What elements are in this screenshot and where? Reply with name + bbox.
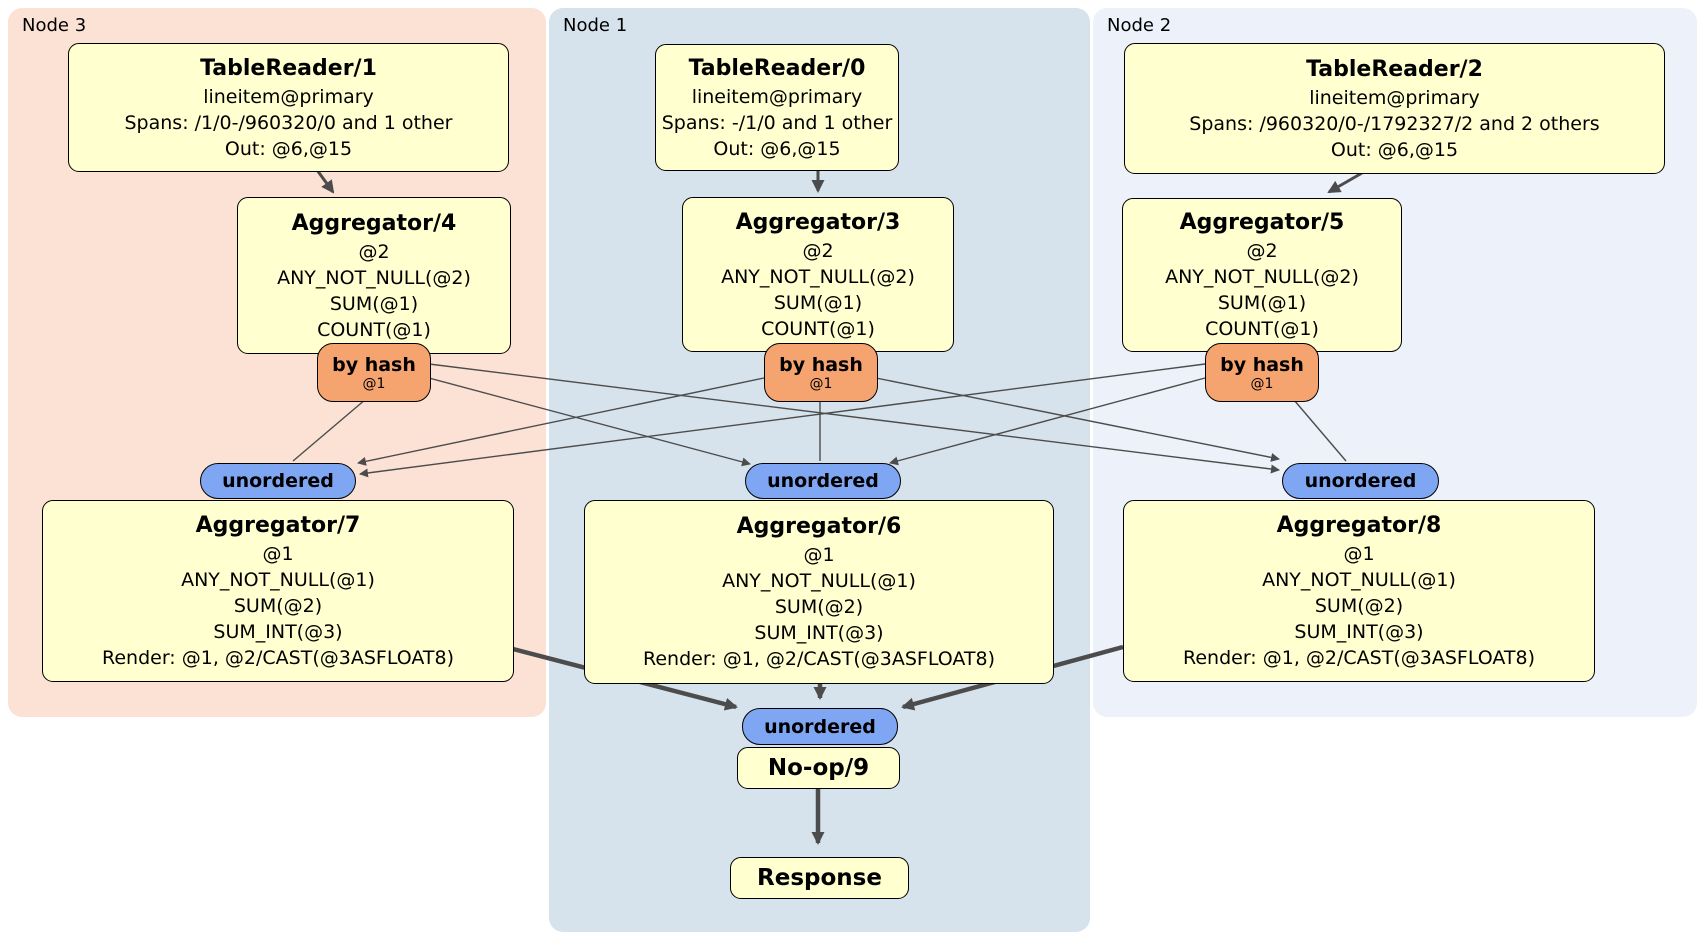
processor-detail: @2 xyxy=(802,239,834,262)
processor-title: Aggregator/4 xyxy=(291,210,457,236)
processor-aggregator-8: Aggregator/8 @1 ANY_NOT_NULL(@1) SUM(@2)… xyxy=(1123,500,1595,682)
router-label: by hash xyxy=(779,353,863,376)
processor-detail: SUM_INT(@3) xyxy=(213,621,343,643)
processor-detail: COUNT(@1) xyxy=(761,317,875,340)
processor-aggregator-6: Aggregator/6 @1 ANY_NOT_NULL(@1) SUM(@2)… xyxy=(584,500,1054,684)
processor-tablereader-1: TableReader/1 lineitem@primary Spans: /1… xyxy=(68,43,509,172)
processor-title: Aggregator/8 xyxy=(1276,513,1442,538)
processor-title: Aggregator/5 xyxy=(1179,210,1345,235)
processor-detail: ANY_NOT_NULL(@1) xyxy=(1262,569,1456,591)
sync-unordered-6: unordered xyxy=(745,463,901,499)
processor-detail: SUM(@1) xyxy=(773,291,863,314)
processor-detail: lineitem@primary xyxy=(1309,86,1480,109)
processor-detail: SUM_INT(@3) xyxy=(754,622,884,644)
processor-title: Response xyxy=(757,865,882,891)
processor-detail: Out: @6,@15 xyxy=(713,137,841,160)
processor-detail: Render: @1, @2/CAST(@3ASFLOAT8) xyxy=(643,648,995,670)
processor-detail: ANY_NOT_NULL(@2) xyxy=(1165,266,1359,288)
processor-detail: Render: @1, @2/CAST(@3ASFLOAT8) xyxy=(102,647,454,669)
processor-aggregator-3: Aggregator/3 @2 ANY_NOT_NULL(@2) SUM(@1)… xyxy=(682,197,954,352)
sync-unordered-7: unordered xyxy=(200,463,356,499)
processor-detail: @1 xyxy=(1343,543,1375,565)
processor-aggregator-4: Aggregator/4 @2 ANY_NOT_NULL(@2) SUM(@1)… xyxy=(237,197,511,354)
processor-detail: Out: @6,@15 xyxy=(224,137,353,160)
processor-tablereader-0: TableReader/0 lineitem@primary Spans: -/… xyxy=(655,44,899,171)
processor-detail: @2 xyxy=(1246,240,1278,262)
router-by-hash-5: by hash @1 xyxy=(1205,343,1319,402)
processor-detail: ANY_NOT_NULL(@2) xyxy=(721,265,915,288)
processor-aggregator-5: Aggregator/5 @2 ANY_NOT_NULL(@2) SUM(@1)… xyxy=(1122,198,1402,352)
processor-detail: Spans: /1/0-/960320/0 and 1 other xyxy=(124,111,453,134)
router-by-hash-3: by hash @1 xyxy=(764,343,878,402)
router-label: by hash xyxy=(1220,353,1304,376)
processor-detail: Spans: -/1/0 and 1 other xyxy=(661,111,893,134)
processor-detail: Spans: /960320/0-/1792327/2 and 2 others xyxy=(1189,112,1600,135)
processor-detail: SUM(@1) xyxy=(329,292,419,315)
processor-detail: ANY_NOT_NULL(@1) xyxy=(181,569,375,591)
sync-label: unordered xyxy=(1304,470,1417,492)
router-label: by hash xyxy=(332,353,416,376)
processor-detail: SUM_INT(@3) xyxy=(1294,621,1424,643)
sync-unordered-8: unordered xyxy=(1282,463,1439,499)
processor-title: TableReader/2 xyxy=(1306,56,1483,82)
processor-detail: lineitem@primary xyxy=(203,85,374,108)
processor-aggregator-7: Aggregator/7 @1 ANY_NOT_NULL(@1) SUM(@2)… xyxy=(42,500,514,682)
processor-tablereader-2: TableReader/2 lineitem@primary Spans: /9… xyxy=(1124,43,1665,174)
router-detail: @1 xyxy=(362,375,386,392)
processor-detail: COUNT(@1) xyxy=(317,318,431,341)
processor-detail: Render: @1, @2/CAST(@3ASFLOAT8) xyxy=(1183,647,1535,669)
node3-label: Node 3 xyxy=(22,15,87,36)
processor-title: Aggregator/6 xyxy=(736,514,902,539)
node1-label: Node 1 xyxy=(563,15,628,36)
processor-detail: SUM(@2) xyxy=(1314,595,1404,617)
processor-title: Aggregator/3 xyxy=(735,209,901,235)
processor-title: No-op/9 xyxy=(767,755,870,781)
node2-label: Node 2 xyxy=(1107,15,1172,36)
processor-detail: ANY_NOT_NULL(@1) xyxy=(722,570,916,592)
processor-noop-9: No-op/9 xyxy=(737,747,900,789)
processor-title: TableReader/1 xyxy=(200,55,377,81)
sync-unordered-9: unordered xyxy=(742,708,898,745)
router-detail: @1 xyxy=(809,375,833,392)
sync-label: unordered xyxy=(764,715,876,738)
processor-title: Aggregator/7 xyxy=(195,513,361,538)
processor-detail: @1 xyxy=(262,543,294,565)
processor-detail: COUNT(@1) xyxy=(1205,318,1319,340)
processor-detail: lineitem@primary xyxy=(691,85,863,108)
router-by-hash-4: by hash @1 xyxy=(317,343,431,402)
processor-detail: @1 xyxy=(803,544,835,566)
sync-label: unordered xyxy=(222,470,334,492)
sync-label: unordered xyxy=(767,470,879,492)
processor-detail: SUM(@2) xyxy=(233,595,323,617)
response-node: Response xyxy=(730,857,909,899)
processor-detail: SUM(@1) xyxy=(1217,292,1307,314)
router-detail: @1 xyxy=(1250,375,1274,392)
processor-title: TableReader/0 xyxy=(688,55,866,81)
processor-detail: @2 xyxy=(358,240,390,263)
processor-detail: ANY_NOT_NULL(@2) xyxy=(277,266,471,289)
processor-detail: Out: @6,@15 xyxy=(1330,138,1459,161)
processor-detail: SUM(@2) xyxy=(774,596,864,618)
